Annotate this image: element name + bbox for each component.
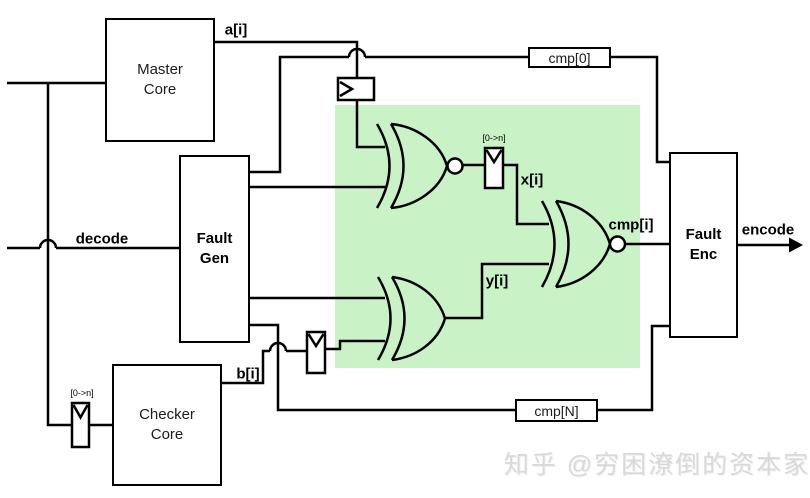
block-fault-gen: Fault Gen — [179, 155, 250, 343]
label-b: b[i] — [236, 365, 260, 383]
register-b — [305, 330, 327, 375]
chevron-clock-icon — [339, 80, 355, 98]
register-a — [336, 76, 376, 102]
wire-a — [215, 40, 385, 149]
xnor1-body — [390, 122, 449, 210]
tag-cmpn: cmp[N] — [515, 399, 598, 422]
label-a: a[i] — [224, 21, 248, 39]
register-x — [483, 146, 505, 190]
xor-gate — [376, 275, 447, 362]
wire-decode — [7, 238, 179, 250]
wire-cmp0-left — [250, 47, 528, 174]
label-y: y[i] — [485, 272, 509, 290]
wire-cmp0-right — [611, 55, 669, 164]
xnor2-input-arc — [540, 200, 556, 288]
xnor1-input-arc — [375, 123, 391, 209]
register-box — [70, 401, 91, 449]
xor-body — [391, 275, 447, 362]
label-cmp-i: cmp[i] — [608, 216, 654, 234]
wire-cmpn-right — [598, 324, 669, 412]
register-box — [305, 330, 327, 375]
block-fault-enc: Fault Enc — [669, 152, 738, 338]
chevron-clock-icon — [72, 404, 89, 421]
xnor2-back-arc — [554, 200, 570, 288]
label-encode: encode — [741, 221, 795, 239]
inversion-bubble-icon — [608, 235, 627, 253]
label-x: x[i] — [520, 171, 544, 189]
xnor1-gate — [375, 122, 464, 210]
register-box — [483, 146, 505, 190]
xnor2-body — [555, 199, 612, 289]
block-master-core: Master Core — [105, 18, 215, 142]
xnor1-back-arc — [389, 123, 405, 209]
wire-b — [222, 341, 307, 385]
wire-x — [503, 163, 549, 226]
chevron-clock-icon — [485, 149, 503, 165]
label-decode: decode — [75, 230, 129, 248]
wire-left-branch — [46, 83, 72, 427]
label-reg-range-mid: [0->n] — [482, 133, 506, 143]
chevron-clock-icon — [307, 333, 325, 349]
wire-y — [445, 262, 549, 320]
wire-cmpn-left — [250, 323, 515, 412]
wire-ff2-out — [325, 339, 385, 351]
arrow-right-icon — [789, 237, 803, 253]
block-checker-core: Checker Core — [112, 364, 222, 486]
tag-cmp0: cmp[0] — [528, 47, 611, 68]
xor-input-arc — [376, 276, 392, 361]
register-checker — [70, 401, 91, 449]
xnor2-gate — [540, 199, 627, 289]
inversion-bubble-icon — [446, 157, 464, 175]
register-box — [336, 76, 376, 102]
label-reg-range-left: [0->n] — [70, 388, 94, 398]
xor-back-arc — [390, 276, 406, 361]
watermark: 知乎 @穷困潦倒的资本家 — [503, 451, 810, 479]
